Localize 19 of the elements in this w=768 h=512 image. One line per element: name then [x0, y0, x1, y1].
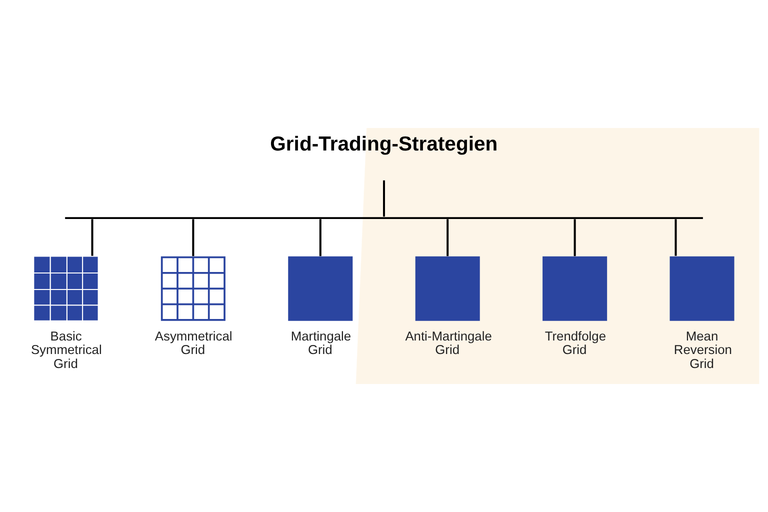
node-label: Martingale Grid: [290, 328, 352, 358]
connector: [382, 180, 386, 217]
connector: [319, 219, 322, 256]
node-label: Asymmetrical Grid: [154, 328, 232, 358]
node-box: [288, 256, 353, 321]
node-bar: [65, 217, 703, 219]
connector: [674, 219, 677, 256]
node-label: Mean Reversion Grid: [674, 328, 732, 372]
connector: [91, 219, 94, 256]
connector: [574, 219, 576, 256]
node-box: [542, 256, 608, 321]
node-box: [670, 256, 734, 321]
diagram-title: Grid-Trading-Strategien: [270, 134, 498, 156]
connector: [192, 219, 194, 256]
connector: [446, 219, 449, 256]
node-label: Anti-Martingale Grid: [405, 328, 492, 358]
node-box: [415, 256, 480, 321]
node-label: Basic Symmetrical Grid: [30, 328, 102, 372]
node-label: Trendfolge Grid: [544, 328, 606, 358]
